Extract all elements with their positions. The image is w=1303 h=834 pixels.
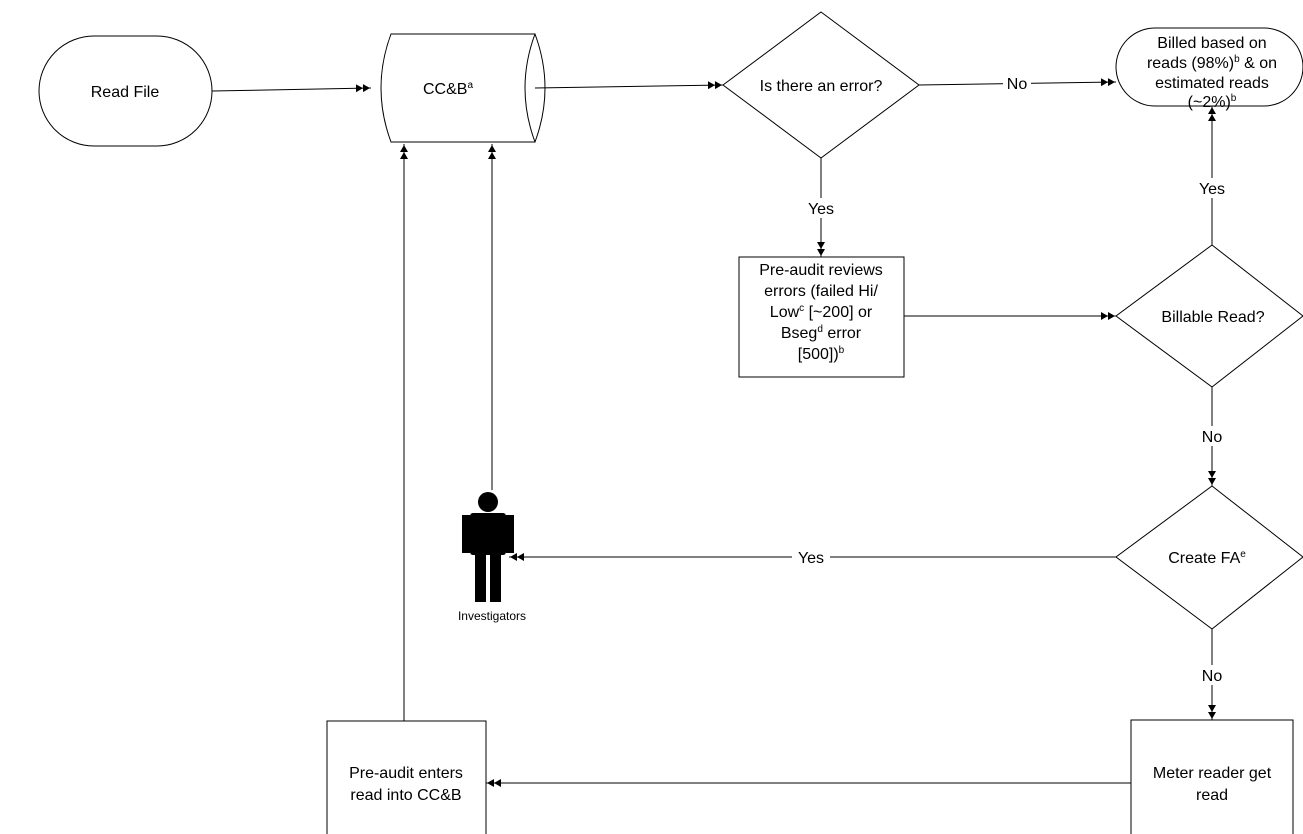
node-reviews-line2: errors (failed Hi/ bbox=[764, 283, 878, 300]
edge-label-error-yes: Yes bbox=[808, 201, 834, 218]
node-pre-audit-reviews: Pre-audit reviews errors (failed Hi/ Low… bbox=[738, 256, 905, 378]
node-billed-line3: estimated reads bbox=[1155, 75, 1269, 92]
node-billed-line2: reads (98%)b & on bbox=[1147, 54, 1277, 72]
node-createfa-decision: Create FAe bbox=[1115, 485, 1303, 630]
edge-readfile-to-ccb bbox=[211, 84, 372, 93]
edge-label-fa-no: No bbox=[1202, 668, 1223, 685]
decision-shape bbox=[1115, 244, 1303, 388]
node-reviews-line5: [500])b bbox=[798, 345, 845, 363]
node-reviews-line1: Pre-audit reviews bbox=[759, 262, 883, 279]
process-shape bbox=[326, 720, 487, 834]
node-read-file: Read File bbox=[38, 35, 213, 147]
person-icon bbox=[462, 492, 514, 602]
edge-label-fa-yes: Yes bbox=[798, 550, 824, 567]
process-shape bbox=[1130, 719, 1294, 834]
node-ccb-label: CC&Ba bbox=[423, 80, 473, 98]
edge-labels: No Yes Yes No Yes No bbox=[792, 73, 1231, 685]
edge-label-billable-no: No bbox=[1202, 429, 1223, 446]
node-investigators-label: Investigators bbox=[458, 609, 526, 623]
node-billed-line1: Billed based on bbox=[1157, 35, 1266, 52]
node-createfa-label: Create FAe bbox=[1168, 549, 1246, 567]
node-ccb: CC&Ba bbox=[380, 33, 546, 143]
edge-label-error-no: No bbox=[1007, 76, 1028, 93]
node-billed: Billed based on reads (98%)b & on estima… bbox=[1115, 27, 1303, 111]
node-billable-decision: Billable Read? bbox=[1115, 244, 1303, 388]
node-error-decision-label: Is there an error? bbox=[760, 78, 883, 95]
node-error-decision: Is there an error? bbox=[722, 11, 920, 159]
terminator-shape bbox=[38, 35, 213, 147]
edge-ccb-to-error-check bbox=[534, 81, 724, 90]
node-meter-line1: Meter reader get bbox=[1153, 765, 1272, 782]
node-pre-audit-enters: Pre-audit enters read into CC&B bbox=[326, 720, 487, 834]
node-billed-line4: (~2%)b bbox=[1188, 93, 1237, 111]
edge-label-billable-yes: Yes bbox=[1199, 181, 1225, 198]
node-billable-label: Billable Read? bbox=[1161, 309, 1264, 326]
node-read-file-label: Read File bbox=[91, 84, 160, 101]
edges bbox=[211, 78, 1216, 787]
node-enters-line1: Pre-audit enters bbox=[349, 765, 463, 782]
process-shape bbox=[738, 256, 905, 378]
terminator-shape bbox=[1115, 27, 1303, 107]
node-enters-line2: read into CC&B bbox=[350, 787, 461, 804]
node-reviews-line3: Lowc [~200] or bbox=[770, 303, 873, 321]
decision-shape bbox=[722, 11, 920, 159]
decision-shape bbox=[1115, 485, 1303, 630]
node-meter-reader: Meter reader get read bbox=[1130, 719, 1294, 834]
node-investigators: Investigators bbox=[458, 492, 526, 623]
node-meter-line2: read bbox=[1196, 787, 1228, 804]
node-reviews-line4: Bsegd error bbox=[781, 324, 862, 342]
